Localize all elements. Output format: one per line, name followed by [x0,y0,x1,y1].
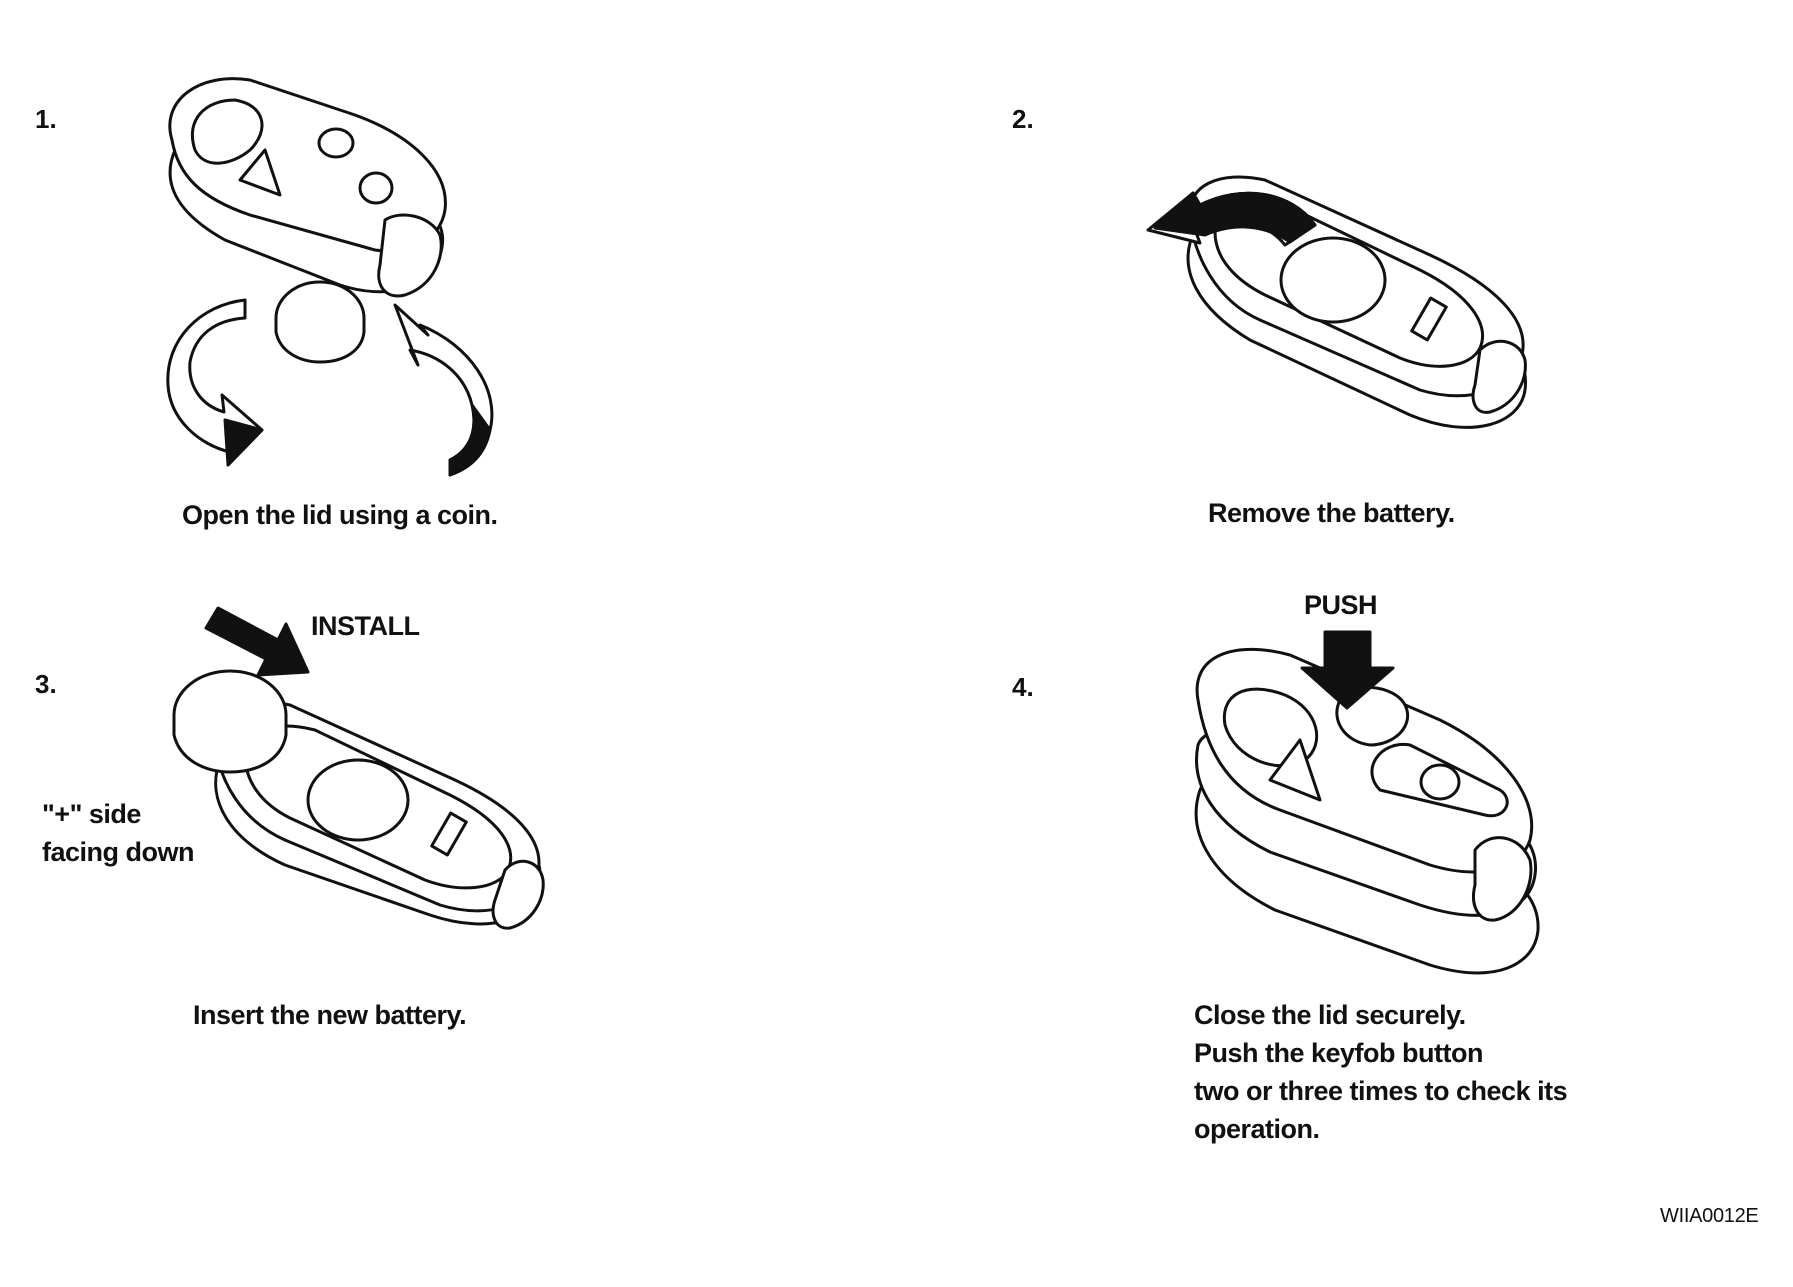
step4-keyfob-illustration [1194,630,1540,975]
step2-caption: Remove the battery. [1208,498,1455,528]
step-number-1: 1. [35,104,57,134]
step4-caption-line-3: two or three times to check its [1194,1076,1568,1106]
figure-code: WIIA0012E [1660,1205,1759,1227]
step3-keyfob-illustration [172,606,545,930]
step-number-2: 2. [1012,104,1034,134]
step-number-3: 3. [35,669,57,699]
install-label: INSTALL [311,611,420,641]
step3-caption: Insert the new battery. [193,1000,467,1030]
step1-caption: Open the lid using a coin. [182,500,498,530]
step4-caption: Close the lid securely. Push the keyfob … [1194,996,1568,1148]
step4-caption-line-4: operation. [1194,1114,1320,1144]
step4-caption-line-2: Push the keyfob button [1194,1038,1484,1068]
step1-keyfob-illustration [166,77,494,477]
side-label-line-1: "+" side [42,799,141,829]
side-label-line-2: facing down [42,837,195,867]
step2-keyfob-illustration [1146,175,1528,429]
step4-caption-line-1: Close the lid securely. [1194,1000,1466,1030]
step-number-4: 4. [1012,672,1034,702]
push-label: PUSH [1304,590,1378,620]
